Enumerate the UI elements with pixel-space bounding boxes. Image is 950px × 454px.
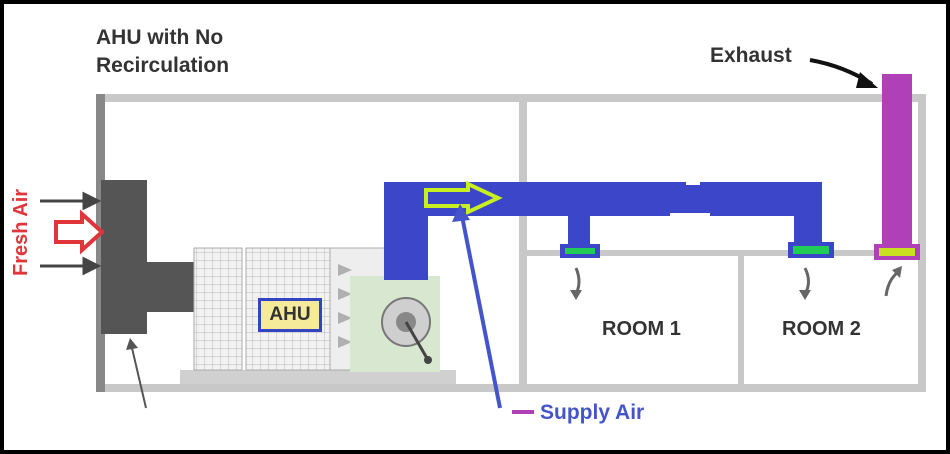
mech-room-partition <box>519 102 527 384</box>
ahu-base <box>180 370 456 384</box>
room-air-arrows <box>574 267 899 297</box>
room-partition <box>738 256 744 384</box>
title-line-2: Recirculation <box>96 54 230 77</box>
air-intake <box>101 180 194 334</box>
exhaust-grille <box>879 248 915 256</box>
exhaust-duct <box>874 74 920 260</box>
exhaust-callout-arrow <box>809 58 878 88</box>
supply-flow-arrow <box>424 180 503 216</box>
floor-line <box>96 384 926 392</box>
diffuser-room2 <box>793 246 829 254</box>
right-wall <box>918 94 926 392</box>
ahu-label: AHU <box>258 298 322 332</box>
title-line-1: AHU with No <box>96 26 224 49</box>
fresh-air-arrows <box>40 191 105 276</box>
building-outline <box>96 94 926 392</box>
exhaust-label: Exhaust <box>710 44 792 67</box>
supply-air-callout-arrow <box>452 204 534 414</box>
left-wall <box>96 94 105 392</box>
filter-section <box>193 247 243 371</box>
room2-label: ROOM 2 <box>782 318 861 340</box>
fresh-air-main-arrow <box>54 209 105 255</box>
supply-air-label: Supply Air <box>540 401 645 424</box>
diagram-title: AHU with No Recirculation <box>96 24 229 80</box>
room1-label: ROOM 1 <box>602 318 681 340</box>
roof-line <box>96 94 926 102</box>
diffuser-room1 <box>565 248 595 254</box>
intake-leader <box>126 338 147 409</box>
duct-highlights <box>670 180 710 218</box>
fresh-air-label: Fresh Air <box>10 188 32 276</box>
ceiling-line <box>527 250 918 256</box>
